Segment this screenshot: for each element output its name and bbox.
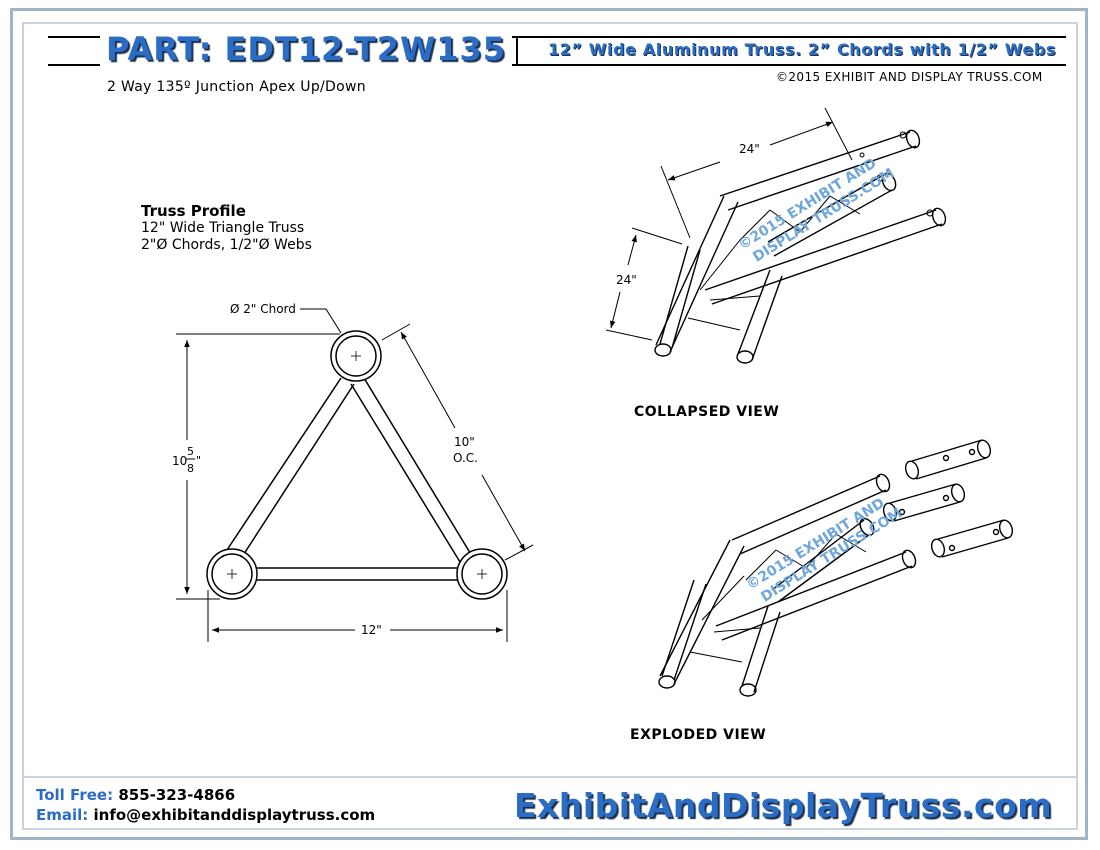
collapsed-view-label: COLLAPSED VIEW [634, 404, 780, 420]
truss-profile-drawing [206, 330, 508, 600]
collapsed-vertical-chords [654, 195, 783, 364]
width-dim-value: 12" [361, 623, 382, 637]
chord-bottom-left [206, 548, 258, 600]
height-dim-denominator: 8 [187, 462, 194, 475]
truss-profile-chords: 2"Ø Chords, 1/2"Ø Webs [141, 237, 312, 253]
exploded-view-drawing [658, 439, 1014, 697]
collapsed-dim-left: 24" [616, 273, 637, 287]
height-dim-numerator: 5 [187, 445, 194, 458]
part-subtitle: 2 Way 135º Junction Apex Up/Down [107, 79, 366, 95]
email-label: Email: [36, 806, 89, 824]
collapsed-dimensions [605, 107, 853, 341]
truss-profile-title: Truss Profile [141, 202, 246, 220]
web-left [222, 377, 355, 561]
header-rule-top [48, 36, 1066, 38]
oc-dim-label: O.C. [453, 451, 478, 465]
truss-profile-width: 12" Wide Triangle Truss [141, 220, 305, 236]
email-link[interactable]: info@exhibitanddisplaytruss.com [93, 806, 376, 824]
collapsed-dim-top: 24" [739, 142, 760, 156]
watermark-line1: ©2015 EXHIBIT AND [736, 155, 880, 253]
collapsed-webs [687, 195, 861, 331]
footer-toll-free: Toll Free: 855-323-4866 [36, 786, 235, 804]
collapsed-arm-low-chord [704, 207, 947, 305]
outer-frame [10, 8, 1088, 840]
chord-top [330, 330, 382, 382]
copyright-notice: ©2015 EXHIBIT AND DISPLAY TRUSS.COM [776, 70, 1043, 84]
header-separator [516, 36, 518, 66]
footer [22, 776, 1078, 832]
collapsed-pins [859, 131, 934, 217]
inner-frame [22, 22, 1078, 830]
height-dim-unit: " [196, 454, 201, 467]
brand-website-link[interactable]: ExhibitAndDisplayTruss.com [514, 786, 1053, 825]
watermark-line2: DISPLAY TRUSS.COM [750, 165, 897, 265]
header-rule-bottom [48, 64, 1066, 66]
toll-free-number[interactable]: 855-323-4866 [118, 786, 236, 804]
web-right [350, 377, 473, 563]
watermark-line2-exploded: DISPLAY TRUSS.COM [758, 505, 905, 605]
collapsed-view-drawing [654, 129, 947, 364]
footer-email: Email: info@exhibitanddisplaytruss.com [36, 806, 375, 824]
exploded-spigot-3 [930, 519, 1014, 558]
part-description: 12” Wide Aluminum Truss. 2” Chords with … [548, 40, 1057, 59]
collapsed-arm-mid-chord [767, 172, 897, 257]
toll-free-label: Toll Free: [36, 786, 114, 804]
exploded-webs [689, 533, 867, 663]
chord-callout-label: Ø 2" Chord [230, 302, 296, 316]
chord-bottom-right [456, 548, 508, 600]
collapsed-arm-top-chord [719, 129, 921, 211]
web-bottom [255, 567, 458, 581]
height-dim-whole: 10 [172, 454, 187, 468]
oc-dim-value: 10" [454, 435, 475, 449]
exploded-vertical-chords [658, 539, 781, 697]
exploded-view-label: EXPLODED VIEW [630, 727, 767, 743]
exploded-spigot-2 [882, 483, 966, 522]
part-title: PART: EDT12-T2W135 [100, 30, 513, 68]
profile-dimensions [176, 308, 534, 642]
exploded-spigot-1 [904, 439, 992, 480]
watermark-line1-exploded: ©2015 EXHIBIT AND [744, 495, 888, 593]
